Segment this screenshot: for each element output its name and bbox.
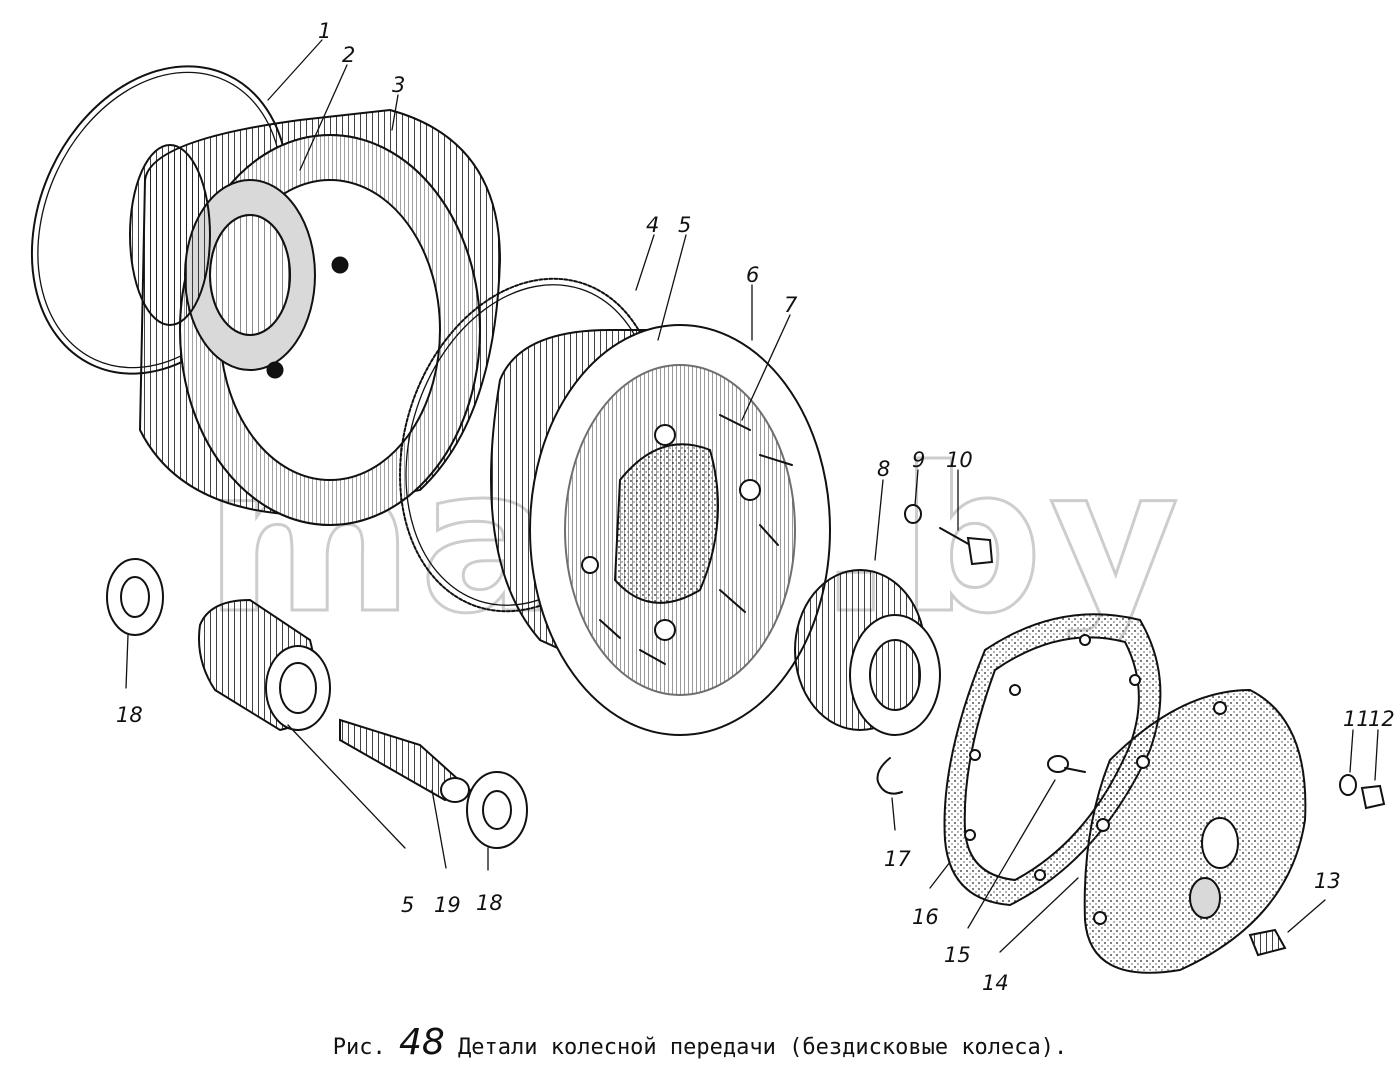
diagram-canvas: mazx.by [30,19,1395,995]
part-9-lock-washer [904,504,922,524]
part-11-washer [1339,774,1357,796]
part-6-planet-carrier [490,324,831,736]
callout-5-lower: 5 [401,893,414,917]
part-15-stud [1047,755,1086,773]
callout-labels: 1 2 3 4 5 6 7 8 9 10 11 12 5 19 18 18 17… [116,19,1395,995]
callout-11: 11 [1343,707,1370,731]
part-3-ring-gear [129,108,502,526]
part-18-thrust-washer-2 [466,771,528,849]
part-14-cover [1083,688,1307,974]
part-17-snap-ring [876,757,903,795]
caption-prefix: Рис. [332,1035,386,1060]
leader-lines [125,39,1379,953]
part-18-thrust-washer [106,558,164,636]
part-10-bolt [939,527,994,566]
callout-14: 14 [982,971,1009,995]
callout-9: 9 [912,448,925,472]
callout-17: 17 [884,847,911,871]
figure-caption: Рис. 48 Детали колесной передачи (бездис… [0,1022,1400,1063]
part-19-axle [339,718,472,803]
callout-15: 15 [944,943,971,967]
callout-16: 16 [912,905,939,929]
callout-7: 7 [784,293,798,317]
callout-3: 3 [392,73,405,97]
part-13-plug [1248,928,1287,957]
figure-number: 48 [398,1022,445,1063]
callout-1: 1 [318,19,331,43]
callout-19: 19 [434,893,461,917]
callout-10: 10 [946,448,973,472]
part-5-gear [198,598,331,732]
part-12-nut [1360,784,1386,810]
callout-18-right: 18 [476,891,503,915]
callout-4: 4 [646,213,659,237]
callout-6: 6 [746,263,759,287]
callout-8: 8 [877,457,890,481]
callout-12: 12 [1368,707,1395,731]
callout-2: 2 [342,43,355,67]
callout-18-left: 18 [116,703,143,727]
part-8-gear [794,569,941,736]
caption-text: Детали колесной передачи (бездисковые ко… [458,1035,1068,1060]
callout-5: 5 [678,213,691,237]
callout-13: 13 [1314,869,1341,893]
